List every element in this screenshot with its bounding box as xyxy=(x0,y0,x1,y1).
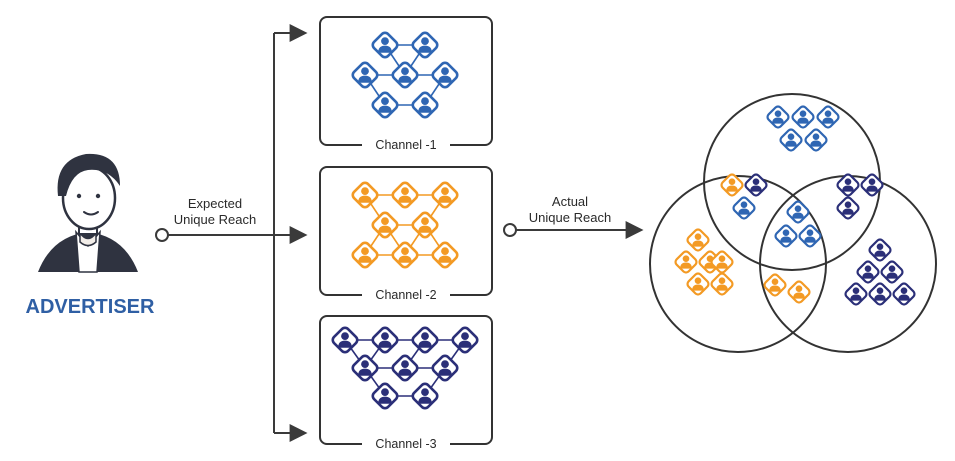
channel-2-label: Channel -2 xyxy=(375,288,436,302)
expected-reach-label-line2: Unique Reach xyxy=(174,212,256,227)
person-icon xyxy=(371,211,399,239)
person-icon xyxy=(868,282,892,306)
person-icon xyxy=(732,196,756,220)
person-icon xyxy=(836,196,860,220)
actual-reach-connector xyxy=(503,221,644,239)
person-icon xyxy=(431,181,459,209)
person-icon xyxy=(431,61,459,89)
person-icon xyxy=(411,91,439,119)
person-icon xyxy=(331,326,359,354)
person-icon xyxy=(351,241,379,269)
channel-1-label: Channel -1 xyxy=(375,138,436,152)
venn-region-top-right xyxy=(836,173,884,220)
person-icon xyxy=(391,241,419,269)
venn-region-left-only xyxy=(674,228,734,296)
person-icon xyxy=(787,280,811,304)
venn-region-top-left xyxy=(720,173,768,220)
actual-reach-label-line1: Actual xyxy=(552,194,588,209)
person-icon xyxy=(411,326,439,354)
person-icon xyxy=(411,211,439,239)
person-icon xyxy=(371,326,399,354)
person-icon xyxy=(686,228,710,252)
venn-region-top-only xyxy=(766,105,840,152)
person-icon xyxy=(431,354,459,382)
person-icon xyxy=(779,128,803,152)
person-icon xyxy=(880,260,904,284)
person-icon xyxy=(371,382,399,410)
advertiser-avatar-icon xyxy=(38,153,138,273)
person-icon xyxy=(844,282,868,306)
venn-region-left-right xyxy=(763,273,811,304)
actual-reach-label-line2: Unique Reach xyxy=(529,210,611,225)
channel-3-audience-group xyxy=(331,326,479,410)
person-icon xyxy=(836,173,860,197)
person-icon xyxy=(451,326,479,354)
person-icon xyxy=(391,181,419,209)
venn-audience-group xyxy=(674,105,916,306)
expected-reach-connector xyxy=(155,24,308,442)
person-icon xyxy=(411,31,439,59)
person-icon xyxy=(816,105,840,129)
person-icon xyxy=(892,282,916,306)
person-icon xyxy=(431,241,459,269)
person-icon xyxy=(371,91,399,119)
person-icon xyxy=(371,31,399,59)
person-icon xyxy=(804,128,828,152)
person-icon xyxy=(774,224,798,248)
channel-3-label: Channel -3 xyxy=(375,437,436,451)
person-icon xyxy=(766,105,790,129)
venn-region-center xyxy=(774,200,822,248)
person-icon xyxy=(710,250,734,274)
channel-1-audience-group xyxy=(351,31,459,119)
person-icon xyxy=(763,273,787,297)
person-icon xyxy=(411,382,439,410)
channel-2-audience-group xyxy=(351,181,459,269)
expected-reach-label-line1: Expected xyxy=(188,196,242,211)
person-icon xyxy=(351,181,379,209)
person-icon xyxy=(710,272,734,296)
advertiser-label: ADVERTISER xyxy=(26,296,155,318)
person-icon xyxy=(856,260,880,284)
person-icon xyxy=(798,224,822,248)
person-icon xyxy=(744,173,768,197)
person-icon xyxy=(391,61,419,89)
person-icon xyxy=(791,105,815,129)
venn-region-right-only xyxy=(844,238,916,306)
person-icon xyxy=(351,354,379,382)
person-icon xyxy=(720,173,744,197)
person-icon xyxy=(351,61,379,89)
person-icon xyxy=(860,173,884,197)
person-icon xyxy=(868,238,892,262)
person-icon xyxy=(686,272,710,296)
person-icon xyxy=(674,250,698,274)
person-icon xyxy=(391,354,419,382)
venn-circle-left xyxy=(649,175,827,353)
person-icon xyxy=(786,200,810,224)
